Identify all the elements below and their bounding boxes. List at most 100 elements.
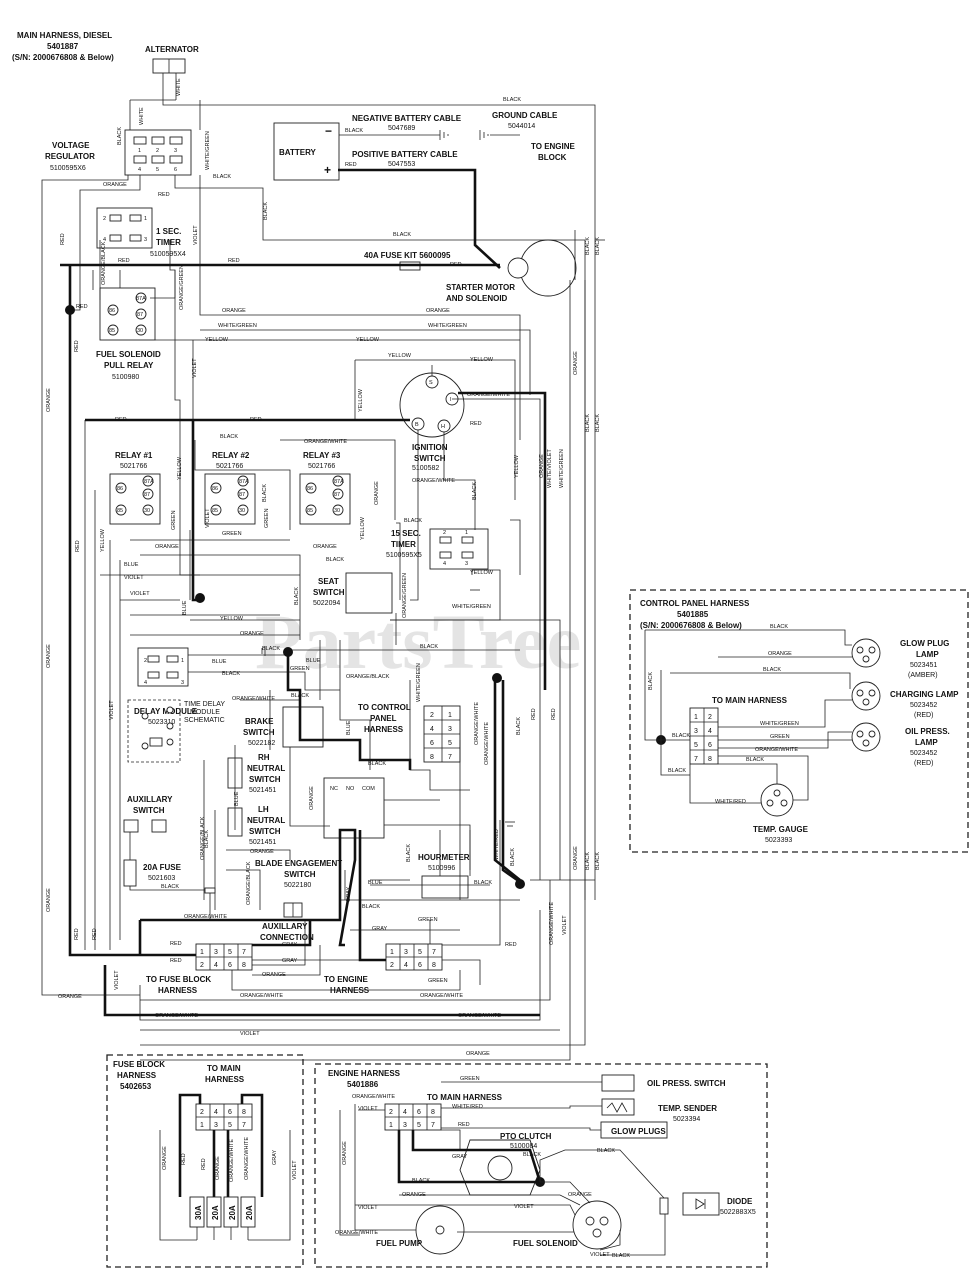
svg-text:DELAY MODULE: DELAY MODULE: [134, 707, 198, 716]
svg-text:87A: 87A: [239, 479, 249, 485]
svg-text:4: 4: [430, 726, 434, 733]
svg-text:ORANGE/WHITE: ORANGE/WHITE: [549, 902, 555, 945]
svg-text:RED: RED: [60, 233, 66, 245]
svg-text:BLACK: BLACK: [222, 671, 240, 677]
svg-text:4: 4: [103, 237, 106, 243]
svg-text:7: 7: [448, 754, 452, 761]
svg-text:CONNECTION: CONNECTION: [260, 933, 314, 942]
svg-text:HARNESS: HARNESS: [205, 1075, 245, 1084]
svg-text:REGULATOR: REGULATOR: [45, 152, 95, 161]
svg-text:TO ENGINE: TO ENGINE: [324, 975, 369, 984]
svg-text:5100595X6: 5100595X6: [50, 165, 86, 172]
svg-text:5023452: 5023452: [910, 702, 937, 709]
svg-text:ORANGE/WHITE: ORANGE/WHITE: [484, 722, 490, 765]
svg-text:BLACK: BLACK: [406, 844, 412, 862]
svg-text:20A: 20A: [228, 1205, 237, 1220]
svg-text:ORANGE/WHITE: ORANGE/WHITE: [240, 993, 283, 999]
svg-text:YELLOW: YELLOW: [358, 388, 364, 412]
svg-text:6: 6: [174, 167, 177, 173]
svg-text:ORANGE: ORANGE: [313, 544, 337, 550]
svg-text:SWITCH: SWITCH: [249, 775, 281, 784]
engine-harness: ENGINE HARNESS 5401886 TO MAIN HARNESS 2…: [314, 1063, 768, 1268]
svg-text:RED: RED: [551, 708, 557, 720]
svg-text:VOLTAGE: VOLTAGE: [52, 141, 90, 150]
svg-text:3: 3: [403, 1122, 407, 1129]
svg-text:VIOLET: VIOLET: [109, 700, 115, 720]
svg-text:8: 8: [242, 1109, 246, 1116]
svg-text:CONTROL PANEL HARNESS: CONTROL PANEL HARNESS: [640, 599, 750, 608]
svg-text:(S/N: 2000676808 & Below): (S/N: 2000676808 & Below): [640, 621, 742, 630]
svg-text:ORANGE/BLACK: ORANGE/BLACK: [200, 816, 206, 860]
svg-text:85: 85: [117, 508, 123, 514]
svg-text:6: 6: [708, 742, 712, 749]
svg-text:BATTERY: BATTERY: [279, 148, 317, 157]
svg-text:ORANGE/WHITE: ORANGE/WHITE: [458, 1013, 501, 1019]
svg-text:BLACK: BLACK: [117, 127, 123, 145]
svg-text:BLACK: BLACK: [668, 768, 686, 774]
svg-text:RED: RED: [470, 421, 482, 427]
svg-text:ORANGE: ORANGE: [103, 182, 127, 188]
svg-text:GLOW PLUG: GLOW PLUG: [900, 639, 949, 648]
svg-text:WHITE/GREEN: WHITE/GREEN: [452, 604, 491, 610]
lh-neutral-switch: LH NEUTRAL SWITCH 5021451: [227, 805, 285, 846]
svg-text:5023394: 5023394: [673, 1116, 700, 1123]
svg-text:ORANGE/WHITE: ORANGE/WHITE: [229, 1139, 235, 1182]
svg-text:VIOLET: VIOLET: [514, 1204, 534, 1210]
svg-text:WHITE/GREEN: WHITE/GREEN: [205, 131, 211, 170]
svg-text:YELLOW: YELLOW: [470, 570, 494, 576]
svg-text:SEAT: SEAT: [318, 577, 339, 586]
svg-text:ORANGE: ORANGE: [58, 994, 82, 1000]
svg-text:BLACK: BLACK: [523, 1152, 541, 1158]
svg-text:8: 8: [708, 756, 712, 763]
svg-text:OIL PRESS.: OIL PRESS.: [905, 727, 950, 736]
svg-text:GREEN: GREEN: [770, 734, 790, 740]
svg-text:YELLOW: YELLOW: [205, 337, 229, 343]
svg-text:5100595X5: 5100595X5: [386, 552, 422, 559]
svg-text:LAMP: LAMP: [915, 738, 938, 747]
svg-text:BLACK: BLACK: [648, 672, 654, 690]
svg-text:VIOLET: VIOLET: [562, 915, 568, 935]
svg-text:ORANGE/BLACK: ORANGE/BLACK: [346, 674, 390, 680]
svg-text:3: 3: [214, 949, 218, 956]
svg-text:VIOLET: VIOLET: [358, 1205, 378, 1211]
svg-text:SCHEMATIC: SCHEMATIC: [184, 717, 225, 724]
svg-text:3: 3: [694, 728, 698, 735]
svg-text:ORANGE/WHITE: ORANGE/WHITE: [304, 439, 347, 445]
svg-text:4: 4: [443, 561, 446, 567]
svg-text:5021766: 5021766: [120, 463, 147, 470]
svg-text:NO: NO: [346, 786, 355, 792]
svg-text:HARNESS: HARNESS: [117, 1071, 157, 1080]
svg-text:5021451: 5021451: [249, 839, 276, 846]
watermark: PartsTree: [255, 598, 581, 685]
svg-text:1: 1: [144, 216, 147, 222]
svg-text:BLACK: BLACK: [420, 644, 438, 650]
svg-text:WHITE/GREEN: WHITE/GREEN: [416, 663, 422, 702]
svg-text:RED: RED: [115, 417, 127, 423]
svg-text:ORANGE/WHITE: ORANGE/WHITE: [232, 696, 275, 702]
svg-text:VIOLET: VIOLET: [124, 575, 144, 581]
svg-text:VIOLET: VIOLET: [240, 1031, 260, 1037]
svg-text:GRAY: GRAY: [272, 1149, 278, 1165]
svg-text:ORANGE/WHITE: ORANGE/WHITE: [474, 702, 480, 745]
svg-text:RELAY #1: RELAY #1: [115, 451, 153, 460]
svg-text:ORANGE/WHITE: ORANGE/WHITE: [420, 993, 463, 999]
svg-text:30A: 30A: [194, 1205, 203, 1220]
svg-text:GRAY: GRAY: [282, 942, 298, 948]
relay-1: RELAY #1 5021766 86 87A 87 85 30: [109, 451, 161, 525]
svg-text:87A: 87A: [136, 296, 146, 302]
svg-text:FUEL SOLENOID: FUEL SOLENOID: [96, 350, 161, 359]
svg-text:BLACK: BLACK: [770, 624, 788, 630]
title-line2: 5401887: [47, 42, 79, 51]
svg-text:2: 2: [708, 714, 712, 721]
battery: BATTERY − + NEGATIVE BATTERY CABLE 50476…: [273, 111, 576, 181]
svg-text:6: 6: [417, 1109, 421, 1116]
svg-text:RED: RED: [531, 708, 537, 720]
svg-text:(RED): (RED): [914, 712, 933, 719]
svg-text:ORANGE/WHITE: ORANGE/WHITE: [412, 478, 455, 484]
svg-text:BLACK: BLACK: [294, 587, 300, 605]
svg-text:VIOLET: VIOLET: [590, 1252, 610, 1258]
svg-text:ORANGE: ORANGE: [573, 351, 579, 375]
svg-text:YELLOW: YELLOW: [470, 357, 494, 363]
